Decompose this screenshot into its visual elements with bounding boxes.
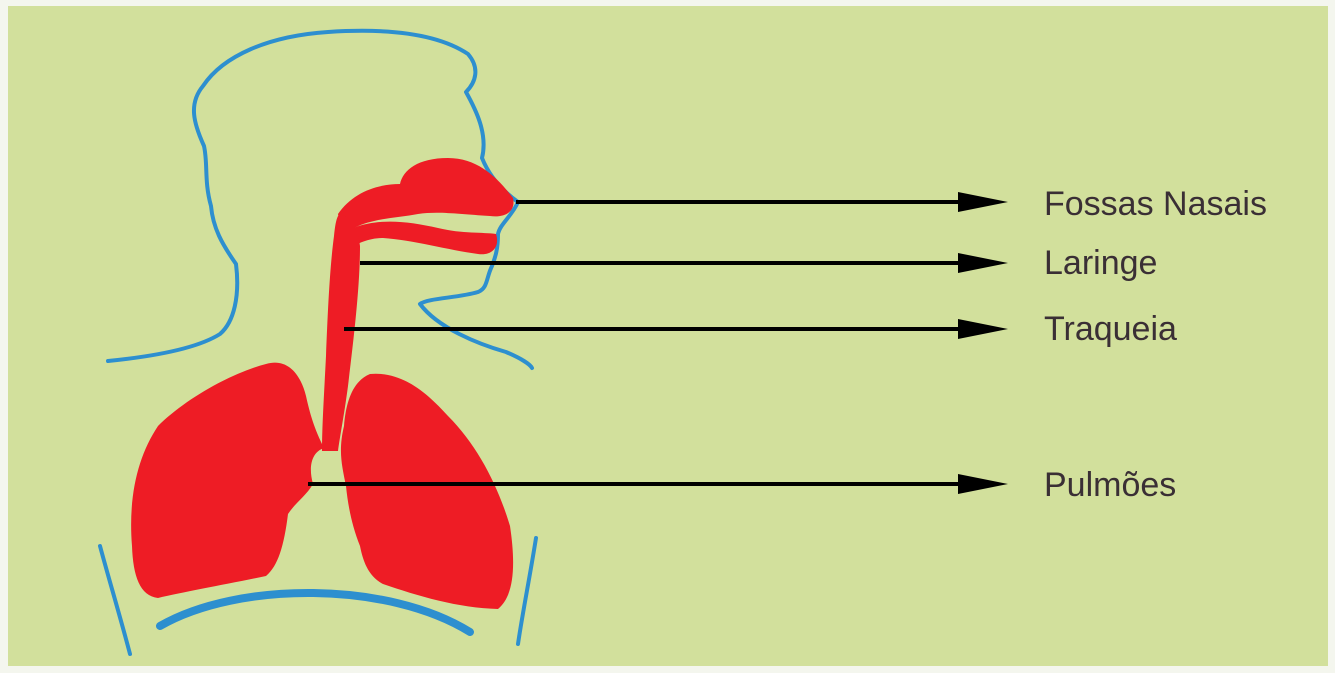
label-lungs: Pulmões <box>1044 466 1176 504</box>
label-trachea: Traqueia <box>1044 310 1177 348</box>
respiratory-system-diagram: Fossas Nasais Laringe Traqueia Pulmões <box>8 6 1328 666</box>
label-larynx: Laringe <box>1044 244 1157 282</box>
label-nasal-cavity: Fossas Nasais <box>1044 185 1267 223</box>
